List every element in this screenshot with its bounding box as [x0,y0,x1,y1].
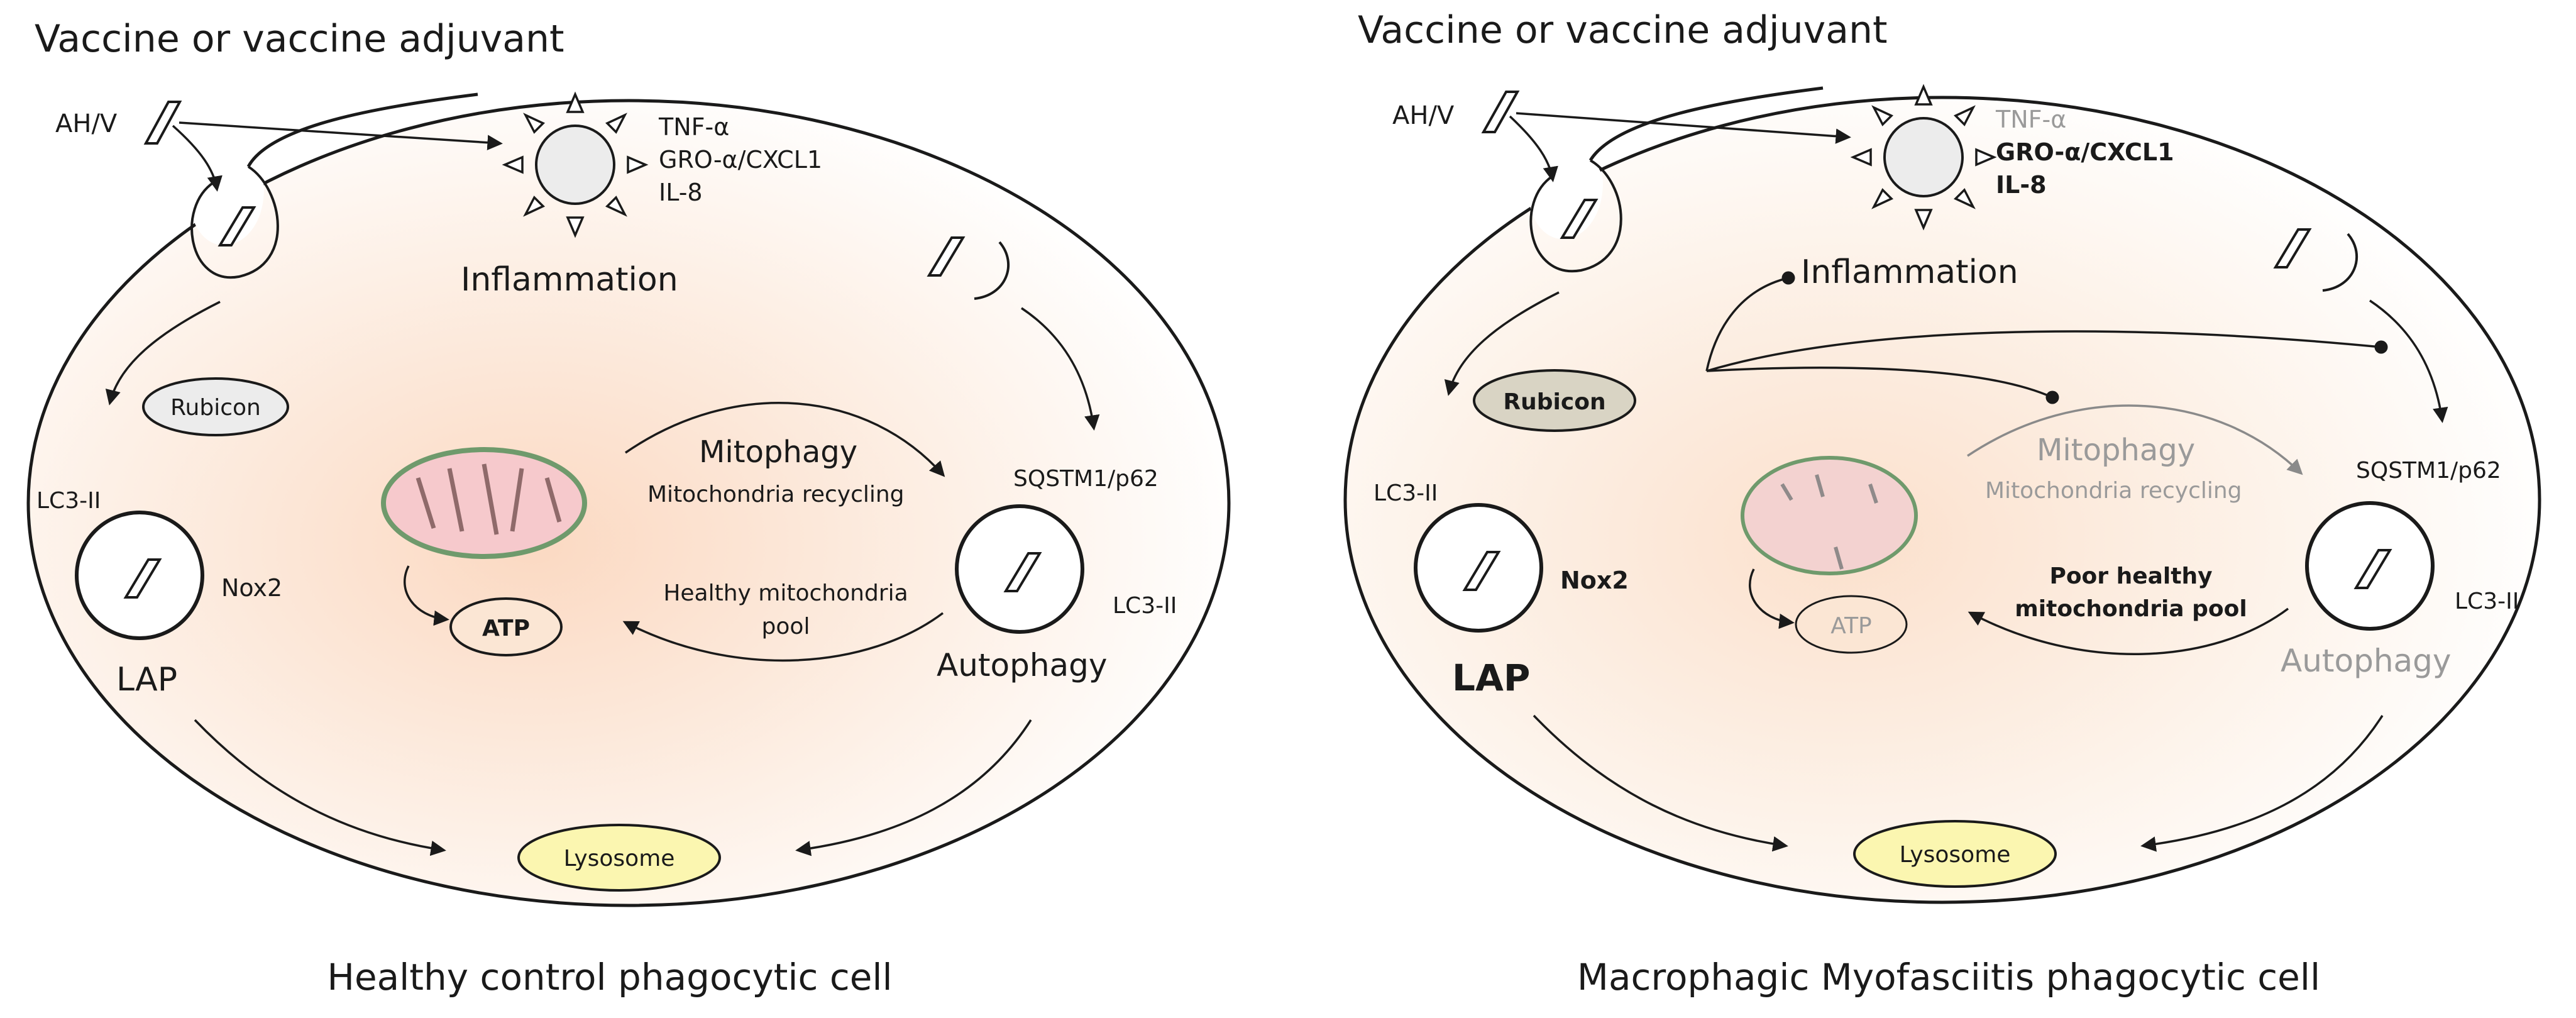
right-lysosome-label: Lysosome [1900,842,2011,868]
left-mitochondrion-icon [381,447,587,559]
right-rubicon-node [1473,369,1636,432]
left-endocytic-pocket [190,165,279,279]
left-healthy-pool-line2: pool [762,614,810,639]
left-panel: Vaccine or vaccine adjuvant AH/V TNF-α G… [26,17,1231,999]
left-healthy-pool-line1: Healthy mitochondria [663,580,908,606]
left-mito-recycling-label: Mitochondria recycling [647,482,905,507]
left-cytokine-il8: IL-8 [659,179,703,206]
right-poor-pool-line2: mitochondria pool [2015,596,2247,622]
left-autophagosome-particle-icon [1003,552,1042,592]
left-nox2-label: Nox2 [221,574,282,602]
right-lap-label: LAP [1452,656,1530,699]
right-lap-particle-icon [1462,551,1501,591]
left-sqstm-label: SQSTM1/p62 [1013,466,1159,492]
right-lysosome-node [1853,820,2057,888]
right-ahv-label: AH/V [1392,101,1455,130]
right-adjuvant-particle-icon [1481,91,1520,133]
left-internalized-particle-icon [217,206,256,246]
right-poor-pool-line1: Poor healthy [2049,563,2212,589]
right-endocytic-pocket [1529,159,1622,273]
right-cytokine-star-icon [1850,84,1997,231]
right-autophagosome-particle-icon [2353,549,2392,589]
left-atp-label: ATP [482,616,530,641]
right-atp-node [1795,595,1908,654]
left-lysosome-node [517,824,721,892]
left-autophagy-label: Autophagy [937,647,1107,683]
left-atp-node [449,597,563,656]
left-title: Vaccine or vaccine adjuvant [35,17,564,61]
right-panel: Vaccine or vaccine adjuvant AH/V TNF-α G… [1343,8,2541,999]
right-mitochondrion-icon [1741,456,1918,575]
right-title: Vaccine or vaccine adjuvant [1358,8,1888,52]
left-lc3-right-label: LC3-II [1113,593,1177,619]
right-cytokine-il8: IL-8 [1996,171,2047,199]
left-caption: Healthy control phagocytic cell [327,956,892,999]
right-mito-recycling-label: Mitochondria recycling [1985,478,2242,504]
left-lap-label: LAP [116,661,177,699]
left-rubicon-node [142,377,289,436]
right-autophagy-particle-icon [2273,228,2312,268]
left-mitophagy-label: Mitophagy [699,434,857,470]
left-cytokine-gro: GRO-α/CXCL1 [659,146,822,174]
left-phagophore [974,241,1010,300]
right-nox2-label: Nox2 [1560,567,1629,594]
right-internalized-particle-icon [1560,199,1599,239]
left-lysosome-label: Lysosome [564,846,675,871]
left-lap-particle-icon [123,558,162,599]
right-lc3-label: LC3-II [1373,480,1438,506]
left-cell-membrane [26,99,1231,907]
right-rubicon-label: Rubicon [1503,389,1605,415]
left-cytokine-tnf: TNF-α [658,113,729,141]
left-inflammation-label: Inflammation [461,261,678,299]
left-cytokine-star-icon [502,91,649,238]
left-lc3-label: LC3-II [36,488,101,514]
right-caption: Macrophagic Myofasciitis phagocytic cell [1577,956,2320,999]
left-adjuvant-particle-icon [143,101,182,145]
left-autophagy-particle-icon [927,236,966,277]
right-cytokine-tnf: TNF-α [1995,106,2066,133]
right-mitophagy-label: Mitophagy [2037,433,2195,468]
left-ahv-label: AH/V [55,109,118,138]
right-autophagy-label: Autophagy [2281,643,2451,679]
right-atp-label: ATP [1830,613,1872,639]
right-lc3-right-label: LC3-II [2455,589,2519,614]
right-cytokine-gro: GRO-α/CXCL1 [1996,138,2174,166]
right-sqstm-label: SQSTM1/p62 [2356,458,2501,484]
right-phagophore [2322,233,2359,292]
right-cell-membrane [1343,96,2541,904]
left-rubicon-label: Rubicon [170,395,261,421]
right-inflammation-label: Inflammation [1801,253,2018,291]
